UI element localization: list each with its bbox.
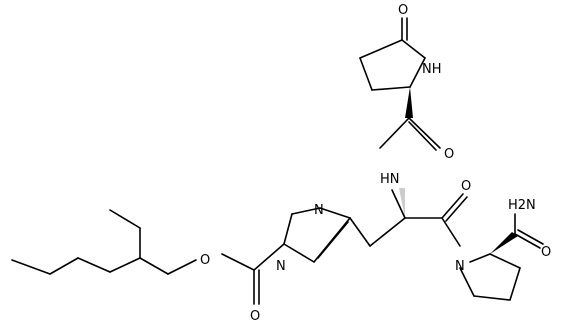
backbone-nh-label: HN: [380, 172, 400, 187]
amide-carbonyl-o-label: O: [444, 147, 454, 162]
histidyl-backbone: [349, 188, 468, 247]
pyroglutamyl-carbonyl-o-label: O: [398, 3, 408, 18]
carbamate-group: [221, 243, 285, 305]
prolinamide-ring: [459, 253, 521, 301]
imidazole-ring: [283, 207, 351, 263]
carboxamide-group: [490, 213, 544, 254]
pyroglutamyl-amide-link: [379, 87, 441, 151]
ethylhexyl-chain: [11, 209, 197, 275]
pyroglutamyl-ring: [359, 17, 426, 91]
carboxamide-o-label: O: [541, 245, 551, 260]
carbamate-carbonyl-o-label: O: [250, 309, 260, 324]
pyroglutamyl-nh-label: NH: [422, 62, 442, 77]
prolyl-n-label: N: [455, 259, 465, 274]
imidazole-n3-label: N: [314, 203, 324, 218]
imidazole-n1-label: N: [276, 259, 286, 274]
ester-o-label: O: [200, 253, 210, 268]
histidyl-carbonyl-o-label: O: [461, 179, 471, 194]
carboxamide-nh2-label: H2N: [508, 198, 536, 213]
